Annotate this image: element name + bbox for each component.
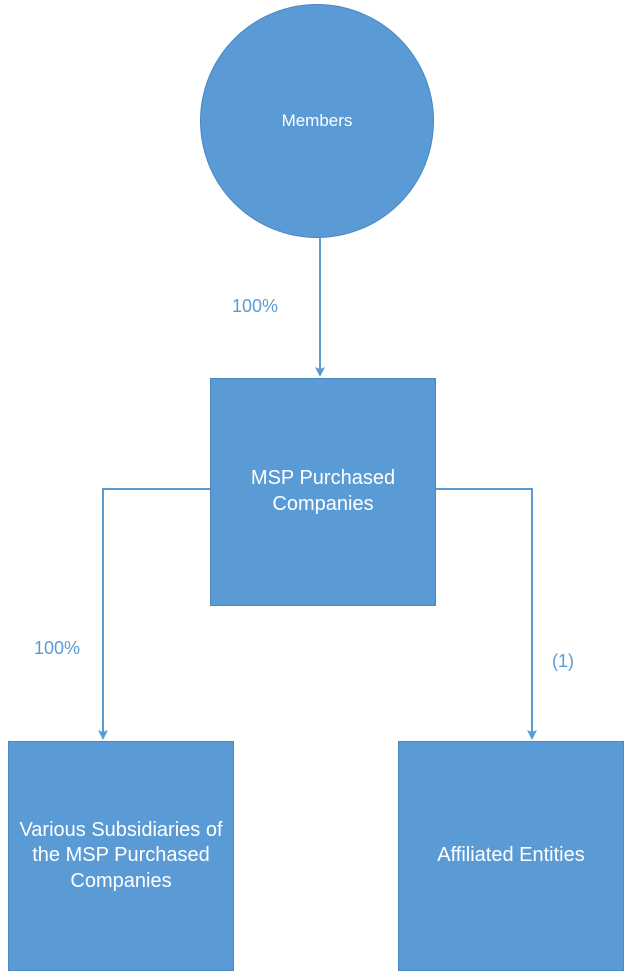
connector-msp-to-subsidiaries xyxy=(98,488,210,740)
msp-purchased-companies-label: MSP Purchased Companies xyxy=(250,467,396,515)
ownership-label-members: 100% xyxy=(232,296,279,316)
affiliated-entities-label: Affiliated Entities xyxy=(437,844,585,867)
footnote-label-affiliated: (1) xyxy=(552,651,574,671)
members-label: Members xyxy=(281,111,353,131)
affiliated-entities-node: Affiliated Entities xyxy=(398,741,624,971)
subsidiaries-label: Various Subsidiaries of the MSP Purchase… xyxy=(19,818,223,892)
msp-purchased-companies-node: MSP Purchased Companies xyxy=(210,378,436,606)
ownership-label-subsidiaries: 100% xyxy=(34,638,81,658)
connector-msp-to-affiliated xyxy=(436,488,537,740)
subsidiaries-node: Various Subsidiaries of the MSP Purchase… xyxy=(8,741,234,971)
members-node: Members xyxy=(200,4,434,238)
